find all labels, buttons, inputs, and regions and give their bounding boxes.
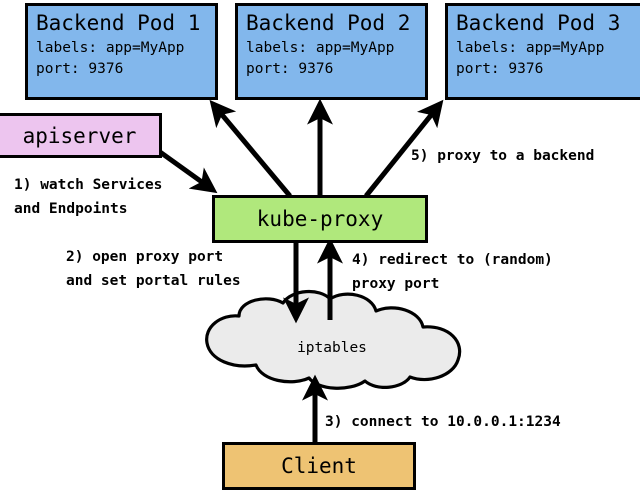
arrow-kubeproxy-to-pod1 <box>209 99 292 198</box>
annotation-step1-line2: and Endpoints <box>14 201 128 217</box>
annotation-step5: 5) proxy to a backend <box>411 148 595 164</box>
arrow-apiserver-to-kubeproxy <box>158 149 218 194</box>
annotation-step3: 3) connect to 10.0.0.1:1234 <box>325 414 561 430</box>
kube-proxy-box[interactable]: kube-proxy <box>212 195 428 243</box>
backend-pod-3-title: Backend Pod 3 <box>456 11 621 35</box>
backend-pod-1-port: port: 9376 <box>36 61 124 77</box>
apiserver-box[interactable]: apiserver <box>0 113 162 158</box>
annotation-step2-line2: and set portal rules <box>66 273 241 289</box>
client-box[interactable]: Client <box>222 442 416 490</box>
backend-pod-1-labels: labels: app=MyApp <box>36 40 185 56</box>
backend-pod-2-title: Backend Pod 2 <box>246 11 411 35</box>
backend-pod-2-box[interactable]: Backend Pod 2 labels: app=MyApp port: 93… <box>235 3 428 100</box>
backend-pod-3-box[interactable]: Backend Pod 3 labels: app=MyApp port: 93… <box>445 3 640 100</box>
backend-pod-2-port: port: 9376 <box>246 61 334 77</box>
annotation-step4-line2: proxy port <box>352 276 440 292</box>
kube-proxy-label: kube-proxy <box>256 207 384 231</box>
backend-pod-1-box[interactable]: Backend Pod 1 labels: app=MyApp port: 93… <box>25 3 218 100</box>
apiserver-label: apiserver <box>22 123 137 148</box>
client-label: Client <box>281 454 357 478</box>
arrow-kubeproxy-to-pod3 <box>364 99 444 198</box>
backend-pod-3-labels: labels: app=MyApp <box>456 40 605 56</box>
backend-pod-2-labels: labels: app=MyApp <box>246 40 395 56</box>
annotation-step2-line1: 2) open proxy port <box>66 249 224 265</box>
backend-pod-1-title: Backend Pod 1 <box>36 11 201 35</box>
annotation-step1-line1: 1) watch Services <box>14 177 163 193</box>
backend-pod-3-port: port: 9376 <box>456 61 544 77</box>
annotation-step4-line1: 4) redirect to (random) <box>352 252 553 268</box>
iptables-label: iptables <box>297 340 367 356</box>
